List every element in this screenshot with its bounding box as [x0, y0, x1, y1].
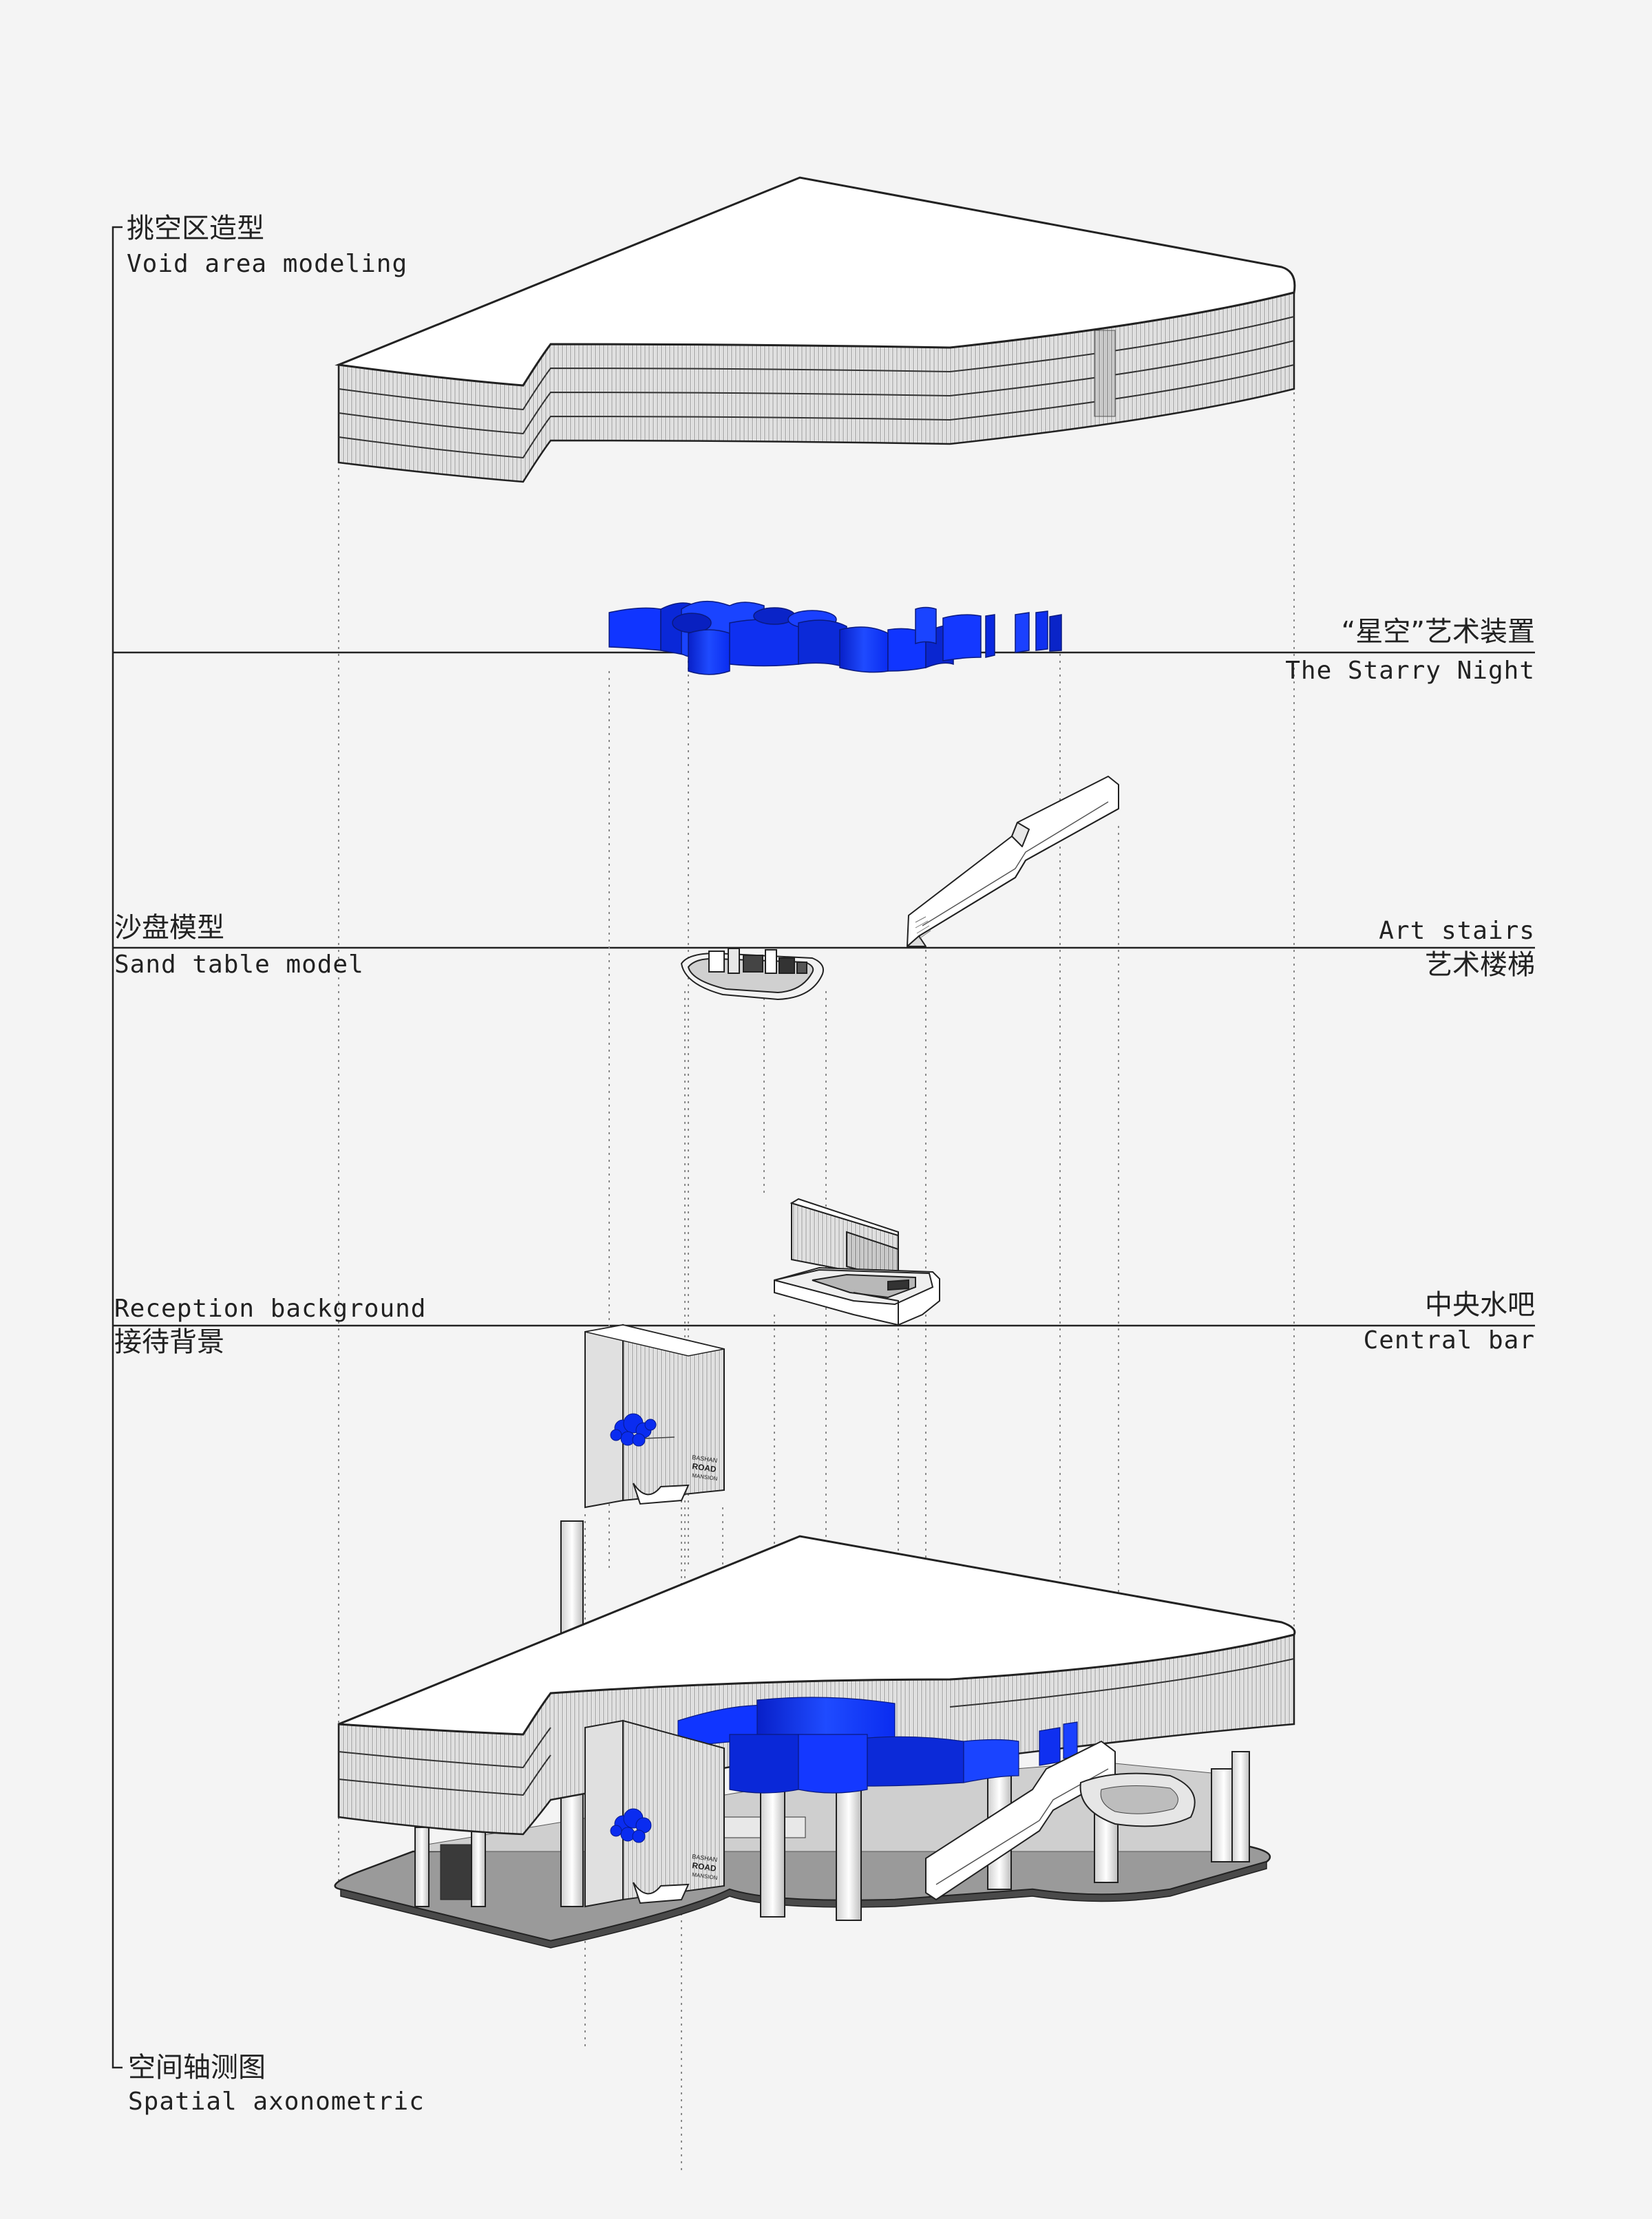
spatial-axonometric-model: BASHAN ROAD MANSION — [334, 1520, 1296, 1949]
sand-table-model — [680, 948, 824, 1001]
sand-label-en: Sand table model — [114, 951, 364, 979]
sand-label-zh: 沙盘模型 — [114, 912, 224, 944]
starry-label-en: The Starry Night — [1285, 657, 1535, 685]
axo-reception-panel: BASHAN ROAD MANSION — [584, 1719, 725, 1908]
void-label-zh: 挑空区造型 — [127, 213, 264, 244]
central-bar — [774, 1198, 940, 1326]
reception-label-en: Reception background — [114, 1295, 427, 1323]
starry-label-zh: “星空”艺术装置 — [1341, 616, 1535, 648]
reception-blue-sculpture — [610, 1413, 657, 1447]
reception-background: BASHAN ROAD MANSION — [584, 1324, 725, 1509]
stairs-label-en: Art stairs — [1379, 917, 1535, 945]
left-bracket — [112, 226, 123, 2069]
svg-text:ROAD: ROAD — [692, 1461, 717, 1474]
stairs-label-zh: 艺术楼梯 — [1425, 949, 1535, 981]
reception-label-zh: 接待背景 — [114, 1326, 224, 1358]
axo-label-en: Spatial axonometric — [128, 2088, 425, 2116]
void-label-en: Void area modeling — [127, 250, 408, 278]
starry-night-installation — [608, 600, 1062, 675]
void-shell — [335, 176, 1296, 483]
axo-label-zh: 空间轴测图 — [128, 2052, 266, 2083]
bar-label-en: Central bar — [1363, 1326, 1535, 1355]
bar-label-zh: 中央水吧 — [1425, 1289, 1535, 1321]
reception-logo: BASHAN ROAD MANSION — [692, 1454, 719, 1482]
svg-text:ROAD: ROAD — [692, 1860, 717, 1873]
art-stairs — [907, 776, 1119, 947]
axo-starry-installation — [677, 1697, 1078, 1794]
